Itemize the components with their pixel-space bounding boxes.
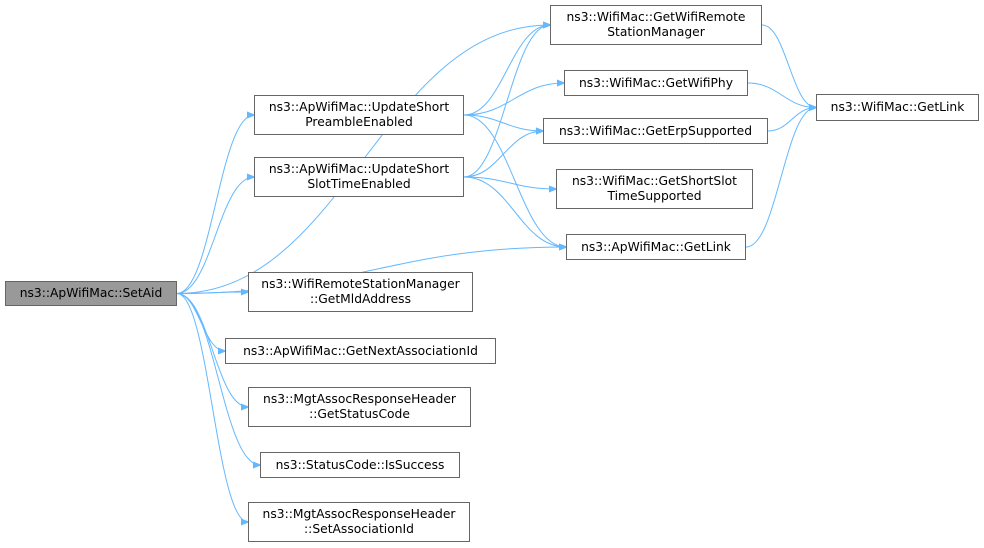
edge-upd_preamble-to-get_erp	[463, 114, 543, 131]
edge-get_phy-to-wifimac_getlink	[747, 82, 816, 108]
edge-upd_preamble-to-apwifimac_getlink	[463, 114, 566, 247]
node-get-wifi-remote-station-manager[interactable]: ns3::WifiMac::GetWifiRemote StationManag…	[550, 5, 762, 45]
node-label-line: ns3::WifiMac::GetErpSupported	[558, 123, 753, 138]
edge-upd_slot-to-get_rsm	[463, 25, 550, 178]
node-label-line: ns3::MgtAssocResponseHeader	[262, 507, 456, 521]
node-label-line: ns3::WifiMac::GetWifiRemote	[566, 10, 746, 24]
node-set-association-id[interactable]: ns3::MgtAssocResponseHeader ::SetAssocia…	[248, 502, 470, 542]
node-update-short-slot-time-enabled[interactable]: ns3::ApWifiMac::UpdateShort SlotTimeEnab…	[254, 157, 464, 197]
node-label-line: PreambleEnabled	[305, 115, 413, 129]
node-is-success[interactable]: ns3::StatusCode::IsSuccess	[260, 452, 460, 478]
edge-setaid-to-is_success	[176, 293, 260, 466]
node-label-line: ::SetAssociationId	[304, 522, 414, 536]
edge-upd_slot-to-apwifimac_getlink	[463, 176, 566, 247]
edge-setaid-to-upd_slot	[176, 177, 254, 294]
node-label-line: ns3::WifiMac::GetLink	[830, 100, 965, 114]
node-label-line: ns3::ApWifiMac::SetAid	[19, 286, 163, 300]
node-label-line: SlotTimeEnabled	[307, 177, 411, 191]
edge-upd_slot-to-get_shortslot	[463, 176, 556, 189]
edge-upd_preamble-to-get_rsm	[463, 25, 550, 116]
node-label-line: ns3::MgtAssocResponseHeader	[263, 392, 456, 406]
edge-upd_slot-to-get_erp	[463, 131, 543, 178]
edge-get_erp-to-wifimac_getlink	[767, 108, 816, 132]
edge-get_rsm-to-wifimac_getlink	[761, 24, 816, 108]
node-get-erp-supported[interactable]: ns3::WifiMac::GetErpSupported	[543, 118, 768, 144]
node-wifimac-get-link[interactable]: ns3::WifiMac::GetLink	[816, 94, 979, 121]
node-label-line: ns3::WifiMac::GetShortSlot	[571, 174, 738, 188]
edge-apwifimac_getlink-to-wifimac_getlink	[745, 108, 816, 248]
node-get-status-code[interactable]: ns3::MgtAssocResponseHeader ::GetStatusC…	[248, 387, 471, 427]
node-label-line: ns3::ApWifiMac::GetLink	[581, 239, 731, 254]
node-label-line: ns3::ApWifiMac::GetNextAssociationId	[243, 343, 478, 358]
edge-setaid-to-set_assoc	[176, 293, 248, 523]
node-label-line: ns3::WifiRemoteStationManager	[261, 277, 460, 291]
edge-setaid-to-get_mld	[176, 292, 248, 294]
call-edges	[176, 24, 816, 523]
node-label-line: ::GetMldAddress	[309, 292, 411, 306]
node-label-line: ns3::StatusCode::IsSuccess	[275, 457, 445, 472]
node-get-next-association-id[interactable]: ns3::ApWifiMac::GetNextAssociationId	[225, 338, 496, 364]
node-label-line: ns3::WifiMac::GetWifiPhy	[578, 75, 733, 90]
node-label-line: StationManager	[607, 25, 705, 39]
node-apwifimac-get-link[interactable]: ns3::ApWifiMac::GetLink	[566, 234, 746, 260]
node-get-wifi-phy[interactable]: ns3::WifiMac::GetWifiPhy	[564, 70, 748, 96]
node-get-short-slot-time-supported[interactable]: ns3::WifiMac::GetShortSlot TimeSupported	[556, 169, 753, 209]
node-update-short-preamble-enabled[interactable]: ns3::ApWifiMac::UpdateShort PreambleEnab…	[254, 95, 464, 135]
node-get-mld-address[interactable]: ns3::WifiRemoteStationManager ::GetMldAd…	[248, 272, 473, 312]
node-label-line: ns3::ApWifiMac::UpdateShort	[268, 100, 450, 114]
node-label-line: TimeSupported	[607, 189, 702, 203]
edge-upd_preamble-to-get_phy	[463, 83, 564, 116]
node-label-line: ns3::ApWifiMac::UpdateShort	[268, 162, 450, 176]
node-setaid[interactable]: ns3::ApWifiMac::SetAid	[5, 281, 177, 306]
node-label-line: ::GetStatusCode	[309, 407, 410, 421]
edge-setaid-to-upd_preamble	[176, 115, 254, 294]
